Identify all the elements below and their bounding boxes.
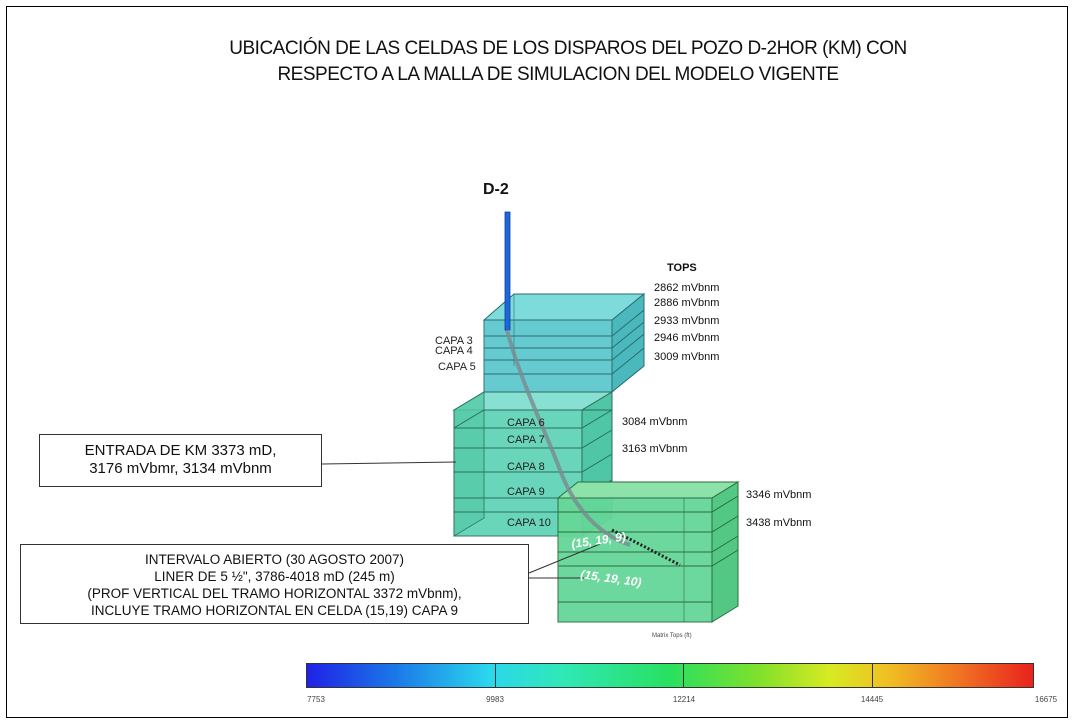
colorbar-tick [1033, 663, 1034, 688]
colorbar [306, 663, 1034, 688]
colorbar-tick-label: 14445 [860, 695, 884, 704]
layer-line [558, 549, 739, 567]
interval-callout-line: INTERVALO ABIERTO (30 AGOSTO 2007) [144, 552, 405, 567]
layer-label-capa-5: CAPA 5 [438, 361, 476, 373]
interval-callout-line: INCLUYE TRAMO HORIZONTAL EN CELDA (15,19… [90, 603, 459, 618]
layer-line [484, 321, 645, 349]
colorbar-tick [683, 663, 684, 688]
top-label: 2886 mVbnm [654, 297, 719, 309]
lower-block-front-face [557, 497, 713, 623]
colorbar-tick-label: 7753 [307, 695, 325, 704]
layer-line [558, 535, 739, 553]
open-interval-perforations [611, 528, 681, 567]
layer-line [558, 515, 739, 533]
layer-label-capa-7: CAPA 7 [507, 434, 545, 446]
interval-callout: INTERVALO ABIERTO (30 AGOSTO 2007) LINER… [20, 544, 529, 624]
well-deviated-section [505, 329, 631, 547]
tops-header: TOPS [667, 262, 697, 274]
well-vertical-section [504, 211, 511, 331]
top-label: 3084 mVbnm [622, 416, 687, 428]
layer-label-capa-9: CAPA 9 [507, 486, 545, 498]
well-trajectory [504, 211, 681, 567]
layer-label-capa-8: CAPA 8 [507, 461, 545, 473]
layer-line [484, 333, 645, 361]
layer-line [454, 409, 613, 429]
top-label: 3163 mVbnm [622, 443, 687, 455]
layer-line [484, 347, 645, 375]
entry-leader-line [321, 461, 457, 465]
upper-block [482, 292, 646, 394]
lower-block-right-face [711, 481, 739, 623]
interval-callout-line: (PROF VERTICAL DEL TRAMO HORIZONTAL 3372… [87, 586, 462, 601]
entry-callout: ENTRADA DE KM 3373 mD, 3176 mVbmr, 3134 … [39, 434, 322, 487]
top-label: 3438 mVbnm [746, 517, 811, 529]
layer-label-capa-10: CAPA 10 [507, 517, 551, 529]
top-label: 3346 mVbnm [746, 489, 811, 501]
layer-label-capa-6: CAPA 6 [507, 417, 545, 429]
interval-leader-line-1 [528, 543, 601, 574]
layer-line [453, 409, 612, 429]
top-label: 2946 mVbnm [654, 332, 719, 344]
layer-line [558, 495, 739, 513]
colorbar-tick-label: 9983 [486, 695, 504, 704]
layer-line [454, 429, 613, 449]
interval-callout-line: LINER DE 5 ½", 3786-4018 mD (245 m) [154, 569, 395, 584]
colorbar-title: Matrix Tops (ft) [652, 633, 692, 639]
colorbar-tick-label: 12214 [672, 695, 696, 704]
layer-line [454, 453, 613, 473]
entry-callout-line: 3176 mVbmr, 3134 mVbnm [89, 460, 272, 477]
top-label: 2933 mVbnm [654, 315, 719, 327]
colorbar-tick [872, 663, 873, 688]
layer-label-capa-3: CAPA 3 [435, 335, 473, 347]
well-name: D-2 [483, 181, 509, 198]
colorbar-tick [495, 663, 496, 688]
lower-block [556, 481, 740, 623]
upper-block-front-face [483, 319, 613, 393]
title-line-2: RESPECTO A LA MALLA DE SIMULACION DEL MO… [277, 64, 839, 85]
colorbar-tick-label: 16675 [1034, 695, 1058, 704]
top-label: 3009 mVbnm [654, 351, 719, 363]
layer-label-capa-4: CAPA 4 [435, 345, 473, 357]
title-line-1: UBICACIÓN DE LAS CELDAS DE LOS DISPAROS … [229, 38, 907, 59]
top-label: 2862 mVbnm [654, 282, 719, 294]
layer-line [484, 309, 645, 337]
lower-block-top-face [556, 481, 740, 499]
entry-callout-line: ENTRADA DE KM 3373 mD, [84, 442, 277, 459]
figure-frame [6, 6, 1068, 718]
colorbar-tick [306, 663, 307, 688]
middle-block-left-face [453, 391, 485, 537]
